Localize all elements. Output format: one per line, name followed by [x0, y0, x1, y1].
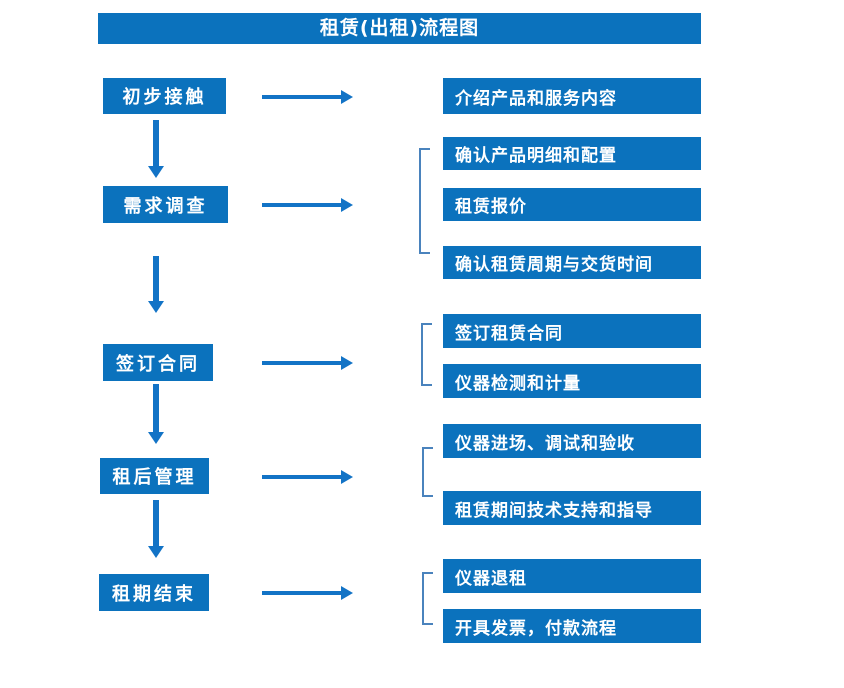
group-bracket-rental-end: [422, 572, 433, 625]
detail-box-introduce-products: 介绍产品和服务内容: [443, 78, 701, 114]
down-arrow-icon-1: [148, 120, 164, 178]
stage-box-sign-contract: 签订合同: [103, 344, 213, 381]
right-arrow-icon-2: [262, 197, 353, 213]
right-arrow-icon-1: [262, 89, 353, 105]
stage-box-post-rental-management: 租后管理: [100, 458, 209, 494]
stage-box-rental-end: 租期结束: [99, 574, 209, 611]
detail-box-invoice-payment: 开具发票，付款流程: [443, 609, 701, 643]
group-bracket-sign-contract: [421, 323, 432, 386]
detail-box-instrument-return: 仪器退租: [443, 559, 701, 593]
down-arrow-icon-4: [148, 500, 164, 558]
right-arrow-icon-3: [262, 355, 353, 371]
detail-box-instrument-setup-acceptance: 仪器进场、调试和验收: [443, 424, 701, 458]
right-arrow-icon-5: [262, 585, 353, 601]
detail-box-confirm-product-details: 确认产品明细和配置: [443, 137, 701, 170]
stage-box-demand-survey: 需求调查: [103, 186, 228, 223]
group-bracket-post-rental: [422, 447, 433, 497]
down-arrow-icon-3: [148, 384, 164, 444]
group-bracket-demand-survey: [419, 148, 430, 254]
detail-box-confirm-rental-period: 确认租赁周期与交货时间: [443, 246, 701, 279]
detail-box-instrument-testing: 仪器检测和计量: [443, 364, 701, 398]
detail-box-technical-support: 租赁期间技术支持和指导: [443, 491, 701, 525]
down-arrow-icon-2: [148, 256, 164, 313]
right-arrow-icon-4: [262, 469, 353, 485]
flowchart-title: 租赁(出租)流程图: [98, 13, 701, 44]
detail-box-rental-quote: 租赁报价: [443, 188, 701, 221]
stage-box-initial-contact: 初步接触: [103, 78, 226, 114]
detail-box-sign-rental-contract: 签订租赁合同: [443, 314, 701, 348]
